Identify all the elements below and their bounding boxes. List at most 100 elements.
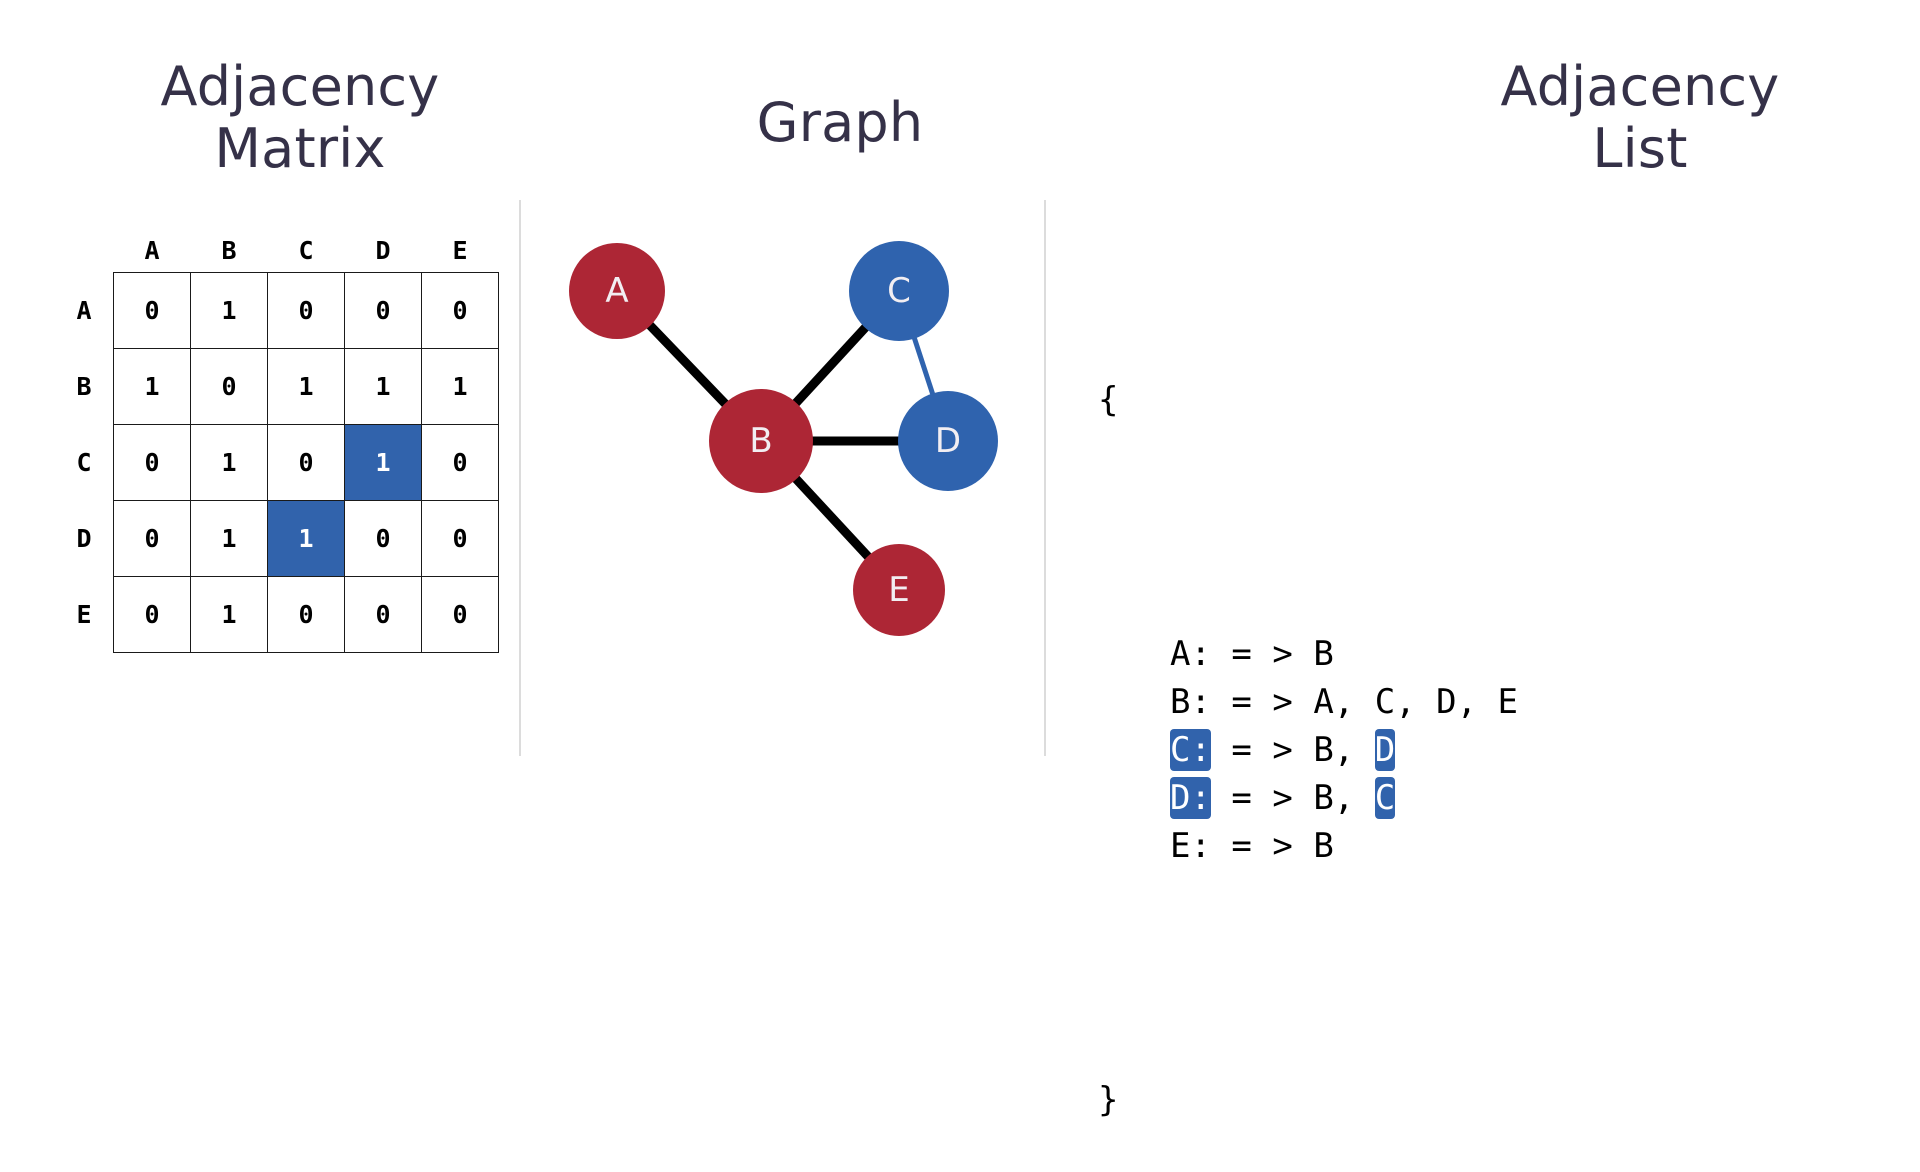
adjacency-list-arrow: = > (1210, 778, 1314, 818)
graph-node-circle-c[interactable] (849, 241, 949, 341)
adjacency-list-values-a: B (1313, 634, 1334, 674)
graph-node-e[interactable]: E (853, 544, 945, 636)
graph-node-circle-e[interactable] (853, 544, 945, 636)
graph-node-a[interactable]: A (569, 243, 665, 339)
matrix-cell-d-d: 0 (344, 500, 422, 577)
matrix-cell-b-a: 1 (113, 348, 191, 425)
matrix-cell-c-d: 1 (344, 424, 422, 501)
matrix-cell-e-b: 1 (190, 576, 268, 653)
graph-node-label-d: D (935, 421, 961, 461)
graph-node-circle-a[interactable] (569, 243, 665, 339)
matrix-cell-b-b: 0 (190, 348, 268, 425)
graph-canvas: A B C D E (569, 241, 998, 636)
matrix-cell-c-b: 1 (190, 424, 268, 501)
matrix-cell-d-a: 0 (113, 500, 191, 577)
list-title-line-1: Adjacency (1500, 55, 1780, 118)
adjacency-list-values-d: B, (1313, 778, 1375, 818)
graph-panel: A B C D E (520, 190, 1045, 760)
matrix-col-header-b: B (221, 235, 237, 265)
page-title-adjacency-matrix: Adjacency Matrix (90, 55, 510, 181)
matrix-corner-cell (55, 228, 114, 273)
matrix-cell-c-e: 0 (421, 424, 499, 501)
matrix-row-header-a: A (76, 296, 92, 325)
matrix-col-header-e: E (452, 235, 468, 265)
graph-node-d[interactable]: D (898, 391, 998, 491)
list-open-brace: { (1098, 380, 1119, 420)
graph-node-label-a: A (605, 271, 628, 311)
matrix-row-header-c: C (76, 448, 92, 477)
graph-node-c[interactable]: C (849, 241, 949, 341)
list-spacer-bottom (1060, 966, 1518, 980)
adjacency-list-arrow: = > (1210, 634, 1314, 674)
list-title-line-2: List (1592, 117, 1688, 181)
matrix-cell-b-d: 1 (344, 348, 422, 425)
matrix-cell-b-c: 1 (267, 348, 345, 425)
matrix-cell-b-e: 1 (421, 348, 499, 425)
adjacency-list-arrow: = > (1210, 826, 1314, 866)
list-spacer (1060, 520, 1518, 534)
graph-node-b[interactable]: B (709, 389, 813, 493)
page-title-graph: Graph (640, 91, 1040, 154)
matrix-title-line-1: Adjacency (160, 55, 440, 118)
matrix-cell-e-e: 0 (421, 576, 499, 653)
matrix-row-header-d: D (76, 524, 92, 553)
matrix-cell-d-e: 0 (421, 500, 499, 577)
panel-divider-left (519, 200, 521, 756)
matrix-cell-e-c: 0 (267, 576, 345, 653)
adjacency-list-key-a: A: (1170, 634, 1211, 674)
adjacency-list-row-a: A: = > B (1170, 630, 1518, 678)
graph-nodes-group: A B C D E (569, 241, 998, 636)
adjacency-list-values-b: A, C, D, E (1313, 682, 1519, 722)
matrix-title-line-2: Matrix (214, 117, 386, 181)
adjacency-list-row-e: E: = > B (1170, 822, 1518, 870)
adjacency-list-key-e: E: (1170, 826, 1211, 866)
matrix-cell-e-d: 0 (344, 576, 422, 653)
adjacency-list-row-c: C: = > B, D (1170, 726, 1518, 774)
adjacency-list-row-b: B: = > A, C, D, E (1170, 678, 1518, 726)
matrix-col-header-d: D (375, 235, 391, 265)
adjacency-list-highlighted-value-c: D (1374, 729, 1396, 771)
graph-node-label-c: C (887, 271, 911, 311)
graph-node-circle-b[interactable] (709, 389, 813, 493)
matrix-cell-a-c: 0 (267, 272, 345, 349)
matrix-cell-a-e: 0 (421, 272, 499, 349)
matrix-cell-e-a: 0 (113, 576, 191, 653)
matrix-cell-c-c: 0 (267, 424, 345, 501)
adjacency-list-key-b: B: (1170, 682, 1211, 722)
graph-node-circle-d[interactable] (898, 391, 998, 491)
list-close-brace: } (1098, 1080, 1119, 1120)
adjacency-list-row-d: D: = > B, C (1170, 774, 1518, 822)
matrix-cell-a-a: 0 (113, 272, 191, 349)
matrix-cell-a-b: 1 (190, 272, 268, 349)
adjacency-list-key-c: C: (1170, 729, 1211, 771)
panel-divider-right (1044, 200, 1046, 756)
adjacency-list-arrow: = > (1210, 730, 1314, 770)
matrix-col-header-c: C (298, 235, 314, 265)
adjacency-list-key-d: D: (1170, 777, 1211, 819)
matrix-cell-a-d: 0 (344, 272, 422, 349)
matrix-cell-c-a: 0 (113, 424, 191, 501)
matrix-cell-d-c: 1 (267, 500, 345, 577)
matrix-row-header-e: E (76, 600, 92, 629)
graph-node-label-e: E (888, 570, 909, 610)
matrix-col-header-a: A (144, 235, 160, 265)
graph-title-line-1: Graph (756, 91, 924, 154)
adjacency-list-values-c: B, (1313, 730, 1375, 770)
page-title-adjacency-list: Adjacency List (1420, 55, 1860, 181)
matrix-header-row: A B C D E (55, 228, 499, 273)
adjacency-list-arrow: = > (1210, 682, 1314, 722)
graph-node-label-b: B (749, 421, 772, 461)
matrix-row-header-b: B (76, 372, 92, 401)
adjacency-list-values-e: B (1313, 826, 1334, 866)
matrix-cell-d-b: 1 (190, 500, 268, 577)
